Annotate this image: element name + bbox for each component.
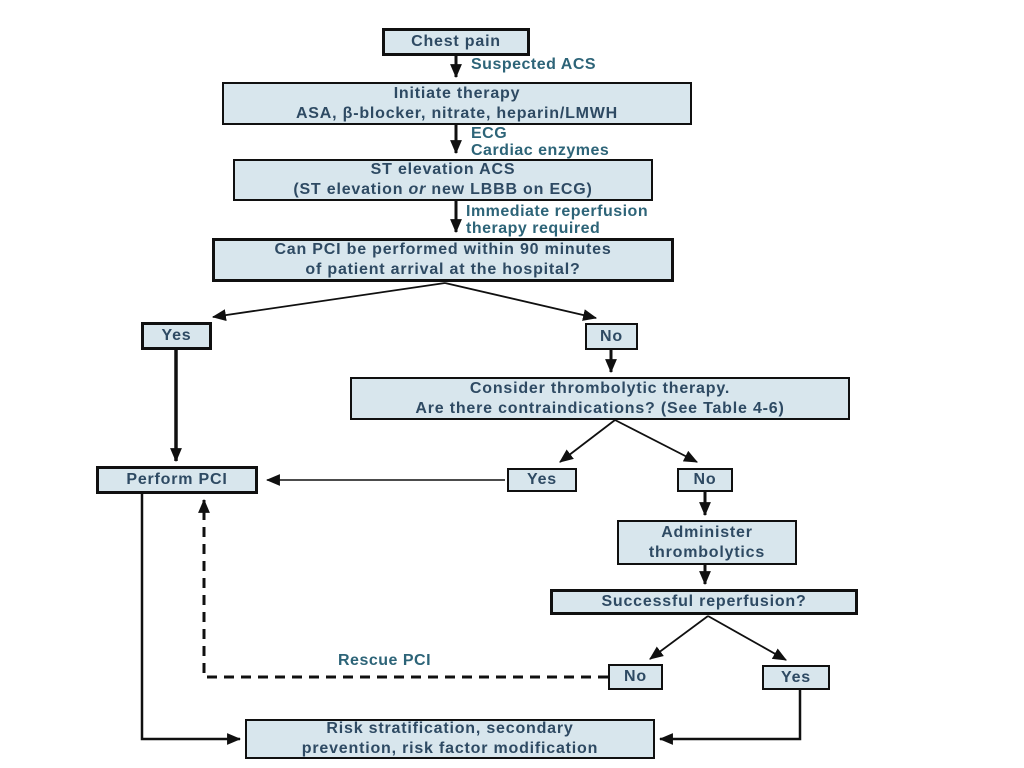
node-label: prevention, risk factor modification [301,740,599,757]
node-no-contraindications: No [677,468,733,492]
node-label: thrombolytics [648,543,766,561]
node-yes-contraindications: Yes [507,468,577,492]
node-label: Successful reperfusion? [601,593,807,610]
node-initiate-therapy: Initiate therapy ASA, β-blocker, nitrate… [222,82,692,125]
edge-label-ecg: ECG [471,125,508,142]
node-label: ASA, β-blocker, nitrate, heparin/LMWH [295,104,619,122]
node-administer-thrombolytics: Administer thrombolytics [617,520,797,565]
node-label: No [600,327,623,345]
edge-yesbottom-risk [658,690,802,745]
node-label: ST elevation ACS [370,161,516,178]
node-label: Perform PCI [126,471,228,488]
node-label: No [624,668,647,685]
node-label: Risk stratification, secondary [326,720,574,737]
node-chest-pain: Chest pain [382,28,530,56]
node-label: No [693,471,717,488]
node-risk-stratification: Risk stratification, secondary preventio… [245,719,655,759]
edge-label-ecg-enzymes: ECG Cardiac enzymes [471,125,609,159]
edge-canpci-yes [211,282,446,321]
node-yes-pci: Yes [141,322,212,350]
node-label: Are there contraindications? (See Table … [415,399,785,417]
node-label: (ST elevation or new LBBB on ECG) [293,181,593,198]
edge-label-cardiac-enzymes: Cardiac enzymes [471,142,610,159]
node-label: Initiate therapy [393,84,521,102]
edge-canpci-no [444,282,598,321]
edge-label-immediate-reperfusion: Immediate reperfusion therapy required [466,203,649,237]
edge-successful-yes [707,615,787,661]
node-yes-reperfusion: Yes [762,665,830,690]
edge-label-suspected-acs: Suspected ACS [471,56,597,73]
edge-consider-no [614,419,698,463]
node-can-pci-question: Can PCI be performed within 90 minutes o… [212,238,674,282]
node-label: Yes [781,668,811,686]
edge-performpci-risk [140,494,242,745]
node-label: Yes [161,327,192,344]
edge-consider-yes [559,419,616,463]
node-label: Can PCI be performed within 90 minutes [274,241,612,258]
node-label: Administer [661,523,753,541]
node-no-pci: No [585,323,638,350]
edge-successful-no [649,615,709,660]
node-label: Chest pain [411,33,501,50]
node-consider-thrombolytic: Consider thrombolytic therapy. Are there… [350,377,850,420]
node-successful-reperfusion: Successful reperfusion? [550,589,858,615]
edge-label-rescue-pci: Rescue PCI [338,652,432,669]
node-perform-pci: Perform PCI [96,466,258,494]
node-no-reperfusion: No [608,664,663,690]
node-st-elevation-acs: ST elevation ACS (ST elevation or new LB… [233,159,653,201]
node-label: of patient arrival at the hospital? [305,261,581,278]
edge-rescue-pci-dashed [198,498,608,679]
node-label: Yes [527,471,557,488]
node-label: Consider thrombolytic therapy. [469,379,731,397]
